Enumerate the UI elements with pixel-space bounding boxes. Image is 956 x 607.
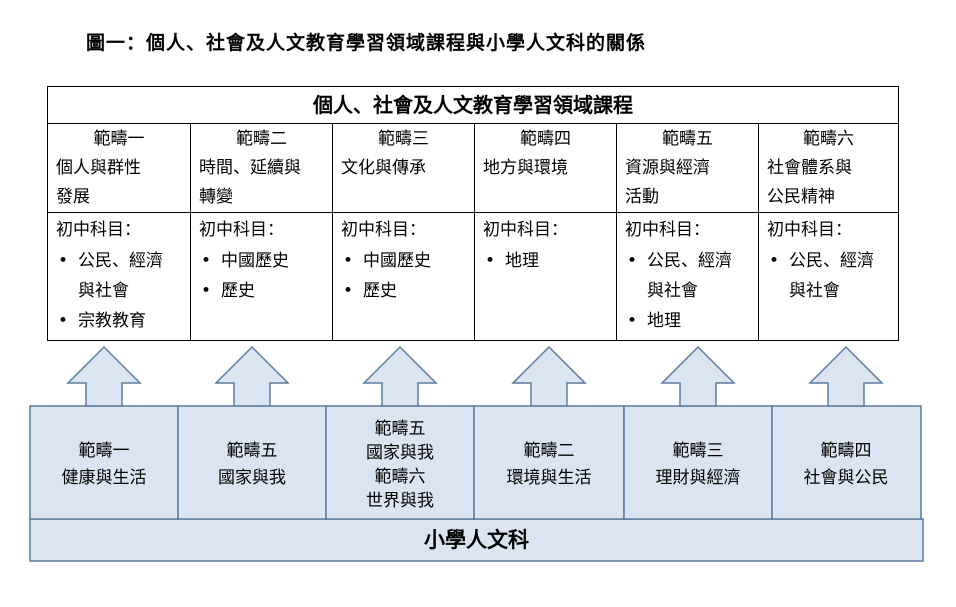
strand-cell: 範疇一個人與群性 發展	[48, 124, 190, 213]
subject-list: • 公民、經濟 與社會 • 地理	[625, 246, 756, 336]
kla-column-4: 範疇四地方與環境初中科目： • 地理	[474, 124, 616, 341]
kla-column-6: 範疇六社會體系與 公民精神初中科目： • 公民、經濟 與社會	[758, 124, 898, 341]
primary-strand-label-3: 範疇五 國家與我 範疇六 世界與我	[366, 418, 434, 511]
strand-name: 地方與環境	[483, 158, 568, 178]
strand-cell: 範疇四地方與環境	[475, 124, 616, 213]
bullet-icon: •	[343, 281, 354, 301]
bullet-icon: •	[627, 251, 638, 271]
primary-strand-label-2: 範疇五 國家與我	[218, 440, 286, 488]
strand-name: 社會體系與 公民精神	[767, 158, 852, 207]
kla-column-1: 範疇一個人與群性 發展初中科目： • 公民、經濟 與社會 • 宗教教育	[48, 124, 190, 341]
subject-text: 公民、經濟 與社會	[789, 251, 874, 301]
primary-strand-label-4: 範疇二 環境與生活	[506, 440, 592, 488]
strand-number: 範疇四	[520, 129, 571, 149]
primary-strand-label-6: 範疇四 社會與公民	[803, 440, 889, 488]
bullet-icon: •	[201, 281, 212, 301]
primary-base-bar	[29, 518, 924, 562]
strand-name: 時間、延續與 轉變	[199, 158, 301, 207]
subject-text: 公民、經濟 與社會	[78, 251, 163, 301]
figure-title: 圖一：個人、社會及人文教育學習領域課程與小學人文科的關係	[86, 32, 647, 54]
subject-item: • 宗教教育	[56, 306, 188, 336]
subject-text: 地理	[647, 311, 681, 331]
subject-list: • 公民、經濟 與社會	[767, 246, 896, 306]
up-arrow-3	[362, 345, 438, 407]
strand-number: 範疇三	[378, 129, 429, 149]
up-arrow-1	[66, 345, 142, 407]
primary-strand-box-1	[29, 405, 179, 520]
strand-number: 範疇一	[93, 129, 145, 149]
subject-text: 中國歷史	[363, 251, 431, 271]
strand-number: 範疇二	[236, 129, 287, 149]
primary-strand-label-1: 範疇一 健康與生活	[61, 440, 147, 488]
up-arrow-5	[660, 345, 736, 407]
bullet-icon: •	[58, 251, 69, 271]
strand-number: 範疇六	[803, 129, 854, 149]
subject-list: • 中國歷史 • 歷史	[341, 246, 472, 306]
bullet-icon: •	[201, 251, 212, 271]
subject-text: 公民、經濟 與社會	[647, 251, 732, 301]
strand-number: 範疇五	[662, 129, 713, 149]
subject-item: • 歷史	[341, 276, 472, 306]
strand-cell: 範疇六社會體系與 公民精神	[759, 124, 898, 213]
subject-text: 歷史	[363, 281, 397, 301]
up-arrow-4	[511, 345, 587, 407]
strand-cell: 範疇五資源與經濟 活動	[617, 124, 758, 213]
up-arrow-6	[808, 345, 884, 407]
kla-table-title: 個人、社會及人文教育學習領域課程	[48, 87, 898, 124]
subjects-label: 初中科目：	[767, 220, 852, 240]
subject-item: • 中國歷史	[199, 246, 330, 276]
bullet-icon: •	[769, 251, 780, 271]
subject-list: • 地理	[483, 246, 614, 276]
kla-column-3: 範疇三文化與傳承初中科目： • 中國歷史 • 歷史	[332, 124, 474, 341]
subject-list: • 公民、經濟 與社會 • 宗教教育	[56, 246, 188, 336]
primary-strand-label-5: 範疇三 理財與經濟	[655, 440, 741, 488]
up-arrow-2	[214, 345, 290, 407]
bullet-icon: •	[58, 311, 69, 331]
kla-column-2: 範疇二時間、延續與 轉變初中科目： • 中國歷史 • 歷史	[190, 124, 332, 341]
subject-item: • 歷史	[199, 276, 330, 306]
subjects-label: 初中科目：	[341, 220, 426, 240]
subject-item: • 中國歷史	[341, 246, 472, 276]
subject-list: • 中國歷史 • 歷史	[199, 246, 330, 306]
strand-name: 資源與經濟 活動	[625, 158, 710, 207]
strand-cell: 範疇三文化與傳承	[333, 124, 474, 213]
bullet-icon: •	[343, 251, 354, 271]
subjects-label: 初中科目：	[199, 220, 284, 240]
kla-column-5: 範疇五資源與經濟 活動初中科目： • 公民、經濟 與社會 • 地理	[616, 124, 758, 341]
primary-strand-box-5	[623, 405, 773, 520]
subjects-label: 初中科目：	[56, 220, 141, 240]
kla-table: 個人、社會及人文教育學習領域課程 範疇一個人與群性 發展初中科目： • 公民、經濟 …	[47, 86, 899, 341]
subject-text: 地理	[505, 251, 539, 271]
primary-base-label: 小學人文科	[424, 528, 529, 552]
strand-cell: 範疇二時間、延續與 轉變	[191, 124, 332, 213]
subject-text: 中國歷史	[221, 251, 289, 271]
subject-text: 宗教教育	[78, 311, 146, 331]
subjects-label: 初中科目：	[625, 220, 710, 240]
strand-name: 個人與群性 發展	[56, 158, 141, 207]
primary-strand-box-6	[771, 405, 922, 520]
subject-item: • 公民、經濟 與社會	[767, 246, 896, 306]
strand-name: 文化與傳承	[341, 158, 426, 178]
bullet-icon: •	[627, 311, 638, 331]
subject-item: • 公民、經濟 與社會	[625, 246, 756, 306]
subject-text: 歷史	[221, 281, 255, 301]
subject-item: • 地理	[625, 306, 756, 336]
bullet-icon: •	[485, 251, 496, 271]
subject-item: • 公民、經濟 與社會	[56, 246, 188, 306]
subjects-label: 初中科目：	[483, 220, 568, 240]
subject-item: • 地理	[483, 246, 614, 276]
